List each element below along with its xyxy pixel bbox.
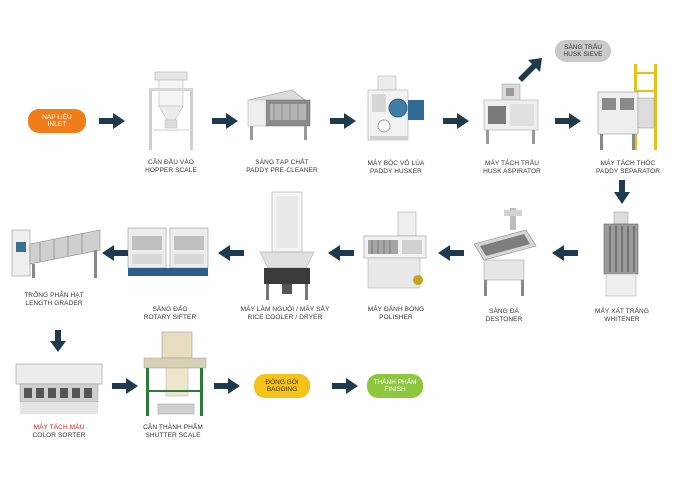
finish-node: THÀNH PHẨM FINISH bbox=[367, 374, 423, 398]
inlet-label-en: INLET bbox=[47, 121, 67, 128]
machine-name-vi: SÀNG ĐÁ bbox=[489, 308, 519, 315]
machine-label-husker: MÁY BÓC VỎ LÚA PADDY HUSKER bbox=[354, 160, 438, 176]
machine-name-vi: MÁY TÁCH TRẤU bbox=[484, 160, 540, 167]
machine-name-en: PADDY HUSKER bbox=[370, 168, 422, 175]
machine-name-vi: SÀNG TẠP CHẤT bbox=[255, 159, 309, 166]
arrow-right-icon bbox=[212, 113, 238, 129]
machine-name-en: SHUTTER SCALE bbox=[145, 432, 201, 439]
machine-label-whitener: MÁY XÁT TRẮNG WHITENER bbox=[582, 308, 662, 324]
cooler-dryer-machine bbox=[259, 191, 315, 300]
machine-name-vi: MÁY ĐÁNH BÓNG bbox=[367, 306, 425, 313]
machine-label-husk-aspirator: MÁY TÁCH TRẤU HUSK ASPIRATOR bbox=[470, 160, 554, 176]
bagging-label-vi: ĐÓNG GÓI bbox=[265, 378, 299, 386]
machine-label-rotary-sifter: SÀNG ĐẢO ROTARY SIFTER bbox=[128, 306, 212, 322]
paddy-separator-machine bbox=[597, 64, 657, 150]
machine-name-vi: MÁY BÓC VỎ LÚA bbox=[367, 160, 425, 167]
machine-name-vi: MÁY TÁCH MÀU bbox=[33, 424, 85, 431]
arrow-right-icon bbox=[555, 113, 581, 129]
machine-name-vi: CÂN THÀNH PHẨM bbox=[143, 424, 203, 431]
machine-name-vi: CÂN ĐẦU VÀO bbox=[148, 159, 194, 166]
machine-label-pre-cleaner: SÀNG TẠP CHẤT PADDY PRE-CLEANER bbox=[238, 159, 326, 175]
arrow-left-icon bbox=[438, 245, 464, 261]
inlet-node: NẠP LIỆU INLET bbox=[28, 109, 86, 133]
machine-name-en: DESTONER bbox=[485, 316, 523, 323]
polisher-machine bbox=[363, 211, 427, 289]
destoner-machine bbox=[473, 208, 537, 296]
color-sorter-machine bbox=[15, 363, 103, 414]
bagging-label-en: BAGGING bbox=[266, 386, 298, 393]
arrow-down-icon bbox=[50, 330, 66, 352]
machine-label-destoner: SÀNG ĐÁ DESTONER bbox=[464, 308, 544, 324]
finish-label-en: FINISH bbox=[384, 386, 406, 393]
shutter-scale-machine bbox=[143, 331, 207, 416]
arrow-right-icon bbox=[214, 378, 240, 394]
whitener-machine bbox=[603, 211, 639, 297]
arrow-right-icon bbox=[99, 113, 125, 129]
arrow-left-icon bbox=[102, 245, 128, 261]
machine-name-vi: SÀNG ĐẢO bbox=[152, 306, 188, 313]
finish-label-vi: THÀNH PHẨM bbox=[373, 378, 417, 386]
machine-name-vi: MÁY XÁT TRẮNG bbox=[594, 308, 650, 315]
husk-sieve-label-en: HUSK SIEVE bbox=[563, 51, 603, 58]
machine-name-en: PADDY PRE-CLEANER bbox=[246, 167, 318, 174]
machine-label-shutter-scale: CÂN THÀNH PHẨM SHUTTER SCALE bbox=[128, 424, 218, 440]
arrow-up-right-icon bbox=[518, 58, 542, 82]
machine-label-hopper-scale: CÂN ĐẦU VÀO HOPPER SCALE bbox=[130, 159, 212, 175]
arrow-right-icon bbox=[330, 113, 356, 129]
machine-label-color-sorter: MÁY TÁCH MÀU COLOR SORTER bbox=[14, 424, 104, 440]
machine-name-vi: TRỐNG PHÂN HẠT bbox=[24, 292, 84, 299]
machine-name-en: COLOR SORTER bbox=[32, 432, 86, 439]
arrow-down-icon bbox=[614, 180, 630, 204]
rotary-sifter-machine bbox=[127, 227, 209, 276]
husk-sieve-label-vi: SÀNG TRẤU bbox=[564, 43, 602, 51]
machine-name-en: HUSK ASPIRATOR bbox=[483, 168, 541, 175]
husk-sieve-node: SÀNG TRẤU HUSK SIEVE bbox=[555, 40, 611, 62]
arrow-left-icon bbox=[552, 245, 578, 261]
hopper-scale-machine bbox=[149, 71, 193, 150]
machine-label-cooler-dryer: MÁY LÀM NGUỘI / MÁY SẤY RICE COOLER / DR… bbox=[226, 306, 344, 322]
husk-aspirator-machine bbox=[483, 83, 539, 144]
machine-label-paddy-separator: MÁY TÁCH THÓC PADDY SEPARATOR bbox=[584, 160, 672, 176]
machine-name-en: RICE COOLER / DRYER bbox=[247, 314, 323, 321]
arrow-left-icon bbox=[218, 245, 244, 261]
machine-name-en: HOPPER SCALE bbox=[145, 167, 197, 174]
machine-name-vi: MÁY LÀM NGUỘI / MÁY SẤY bbox=[240, 306, 330, 313]
arrow-right-icon bbox=[443, 113, 469, 129]
arrow-right-icon bbox=[112, 378, 138, 394]
machine-name-en: WHITENER bbox=[604, 316, 640, 323]
machine-name-en: POLISHER bbox=[379, 314, 413, 321]
machine-label-polisher: MÁY ĐÁNH BÓNG POLISHER bbox=[354, 306, 438, 322]
bagging-node: ĐÓNG GÓI BAGGING bbox=[254, 374, 310, 398]
pre-cleaner-machine bbox=[247, 89, 311, 140]
arrow-right-icon bbox=[332, 378, 358, 394]
inlet-label-vi: NẠP LIỆU bbox=[42, 113, 72, 121]
machine-name-en: PADDY SEPARATOR bbox=[595, 168, 661, 175]
arrow-left-icon bbox=[328, 245, 354, 261]
machine-name-vi: MÁY TÁCH THÓC bbox=[600, 160, 656, 167]
machine-name-en: LENGTH GRADER bbox=[25, 300, 83, 307]
length-grader-machine bbox=[11, 229, 101, 278]
machine-label-length-grader: TRỐNG PHÂN HẠT LENGTH GRADER bbox=[8, 292, 100, 308]
husker-machine bbox=[367, 75, 424, 141]
machine-name-en: ROTARY SIFTER bbox=[143, 314, 197, 321]
